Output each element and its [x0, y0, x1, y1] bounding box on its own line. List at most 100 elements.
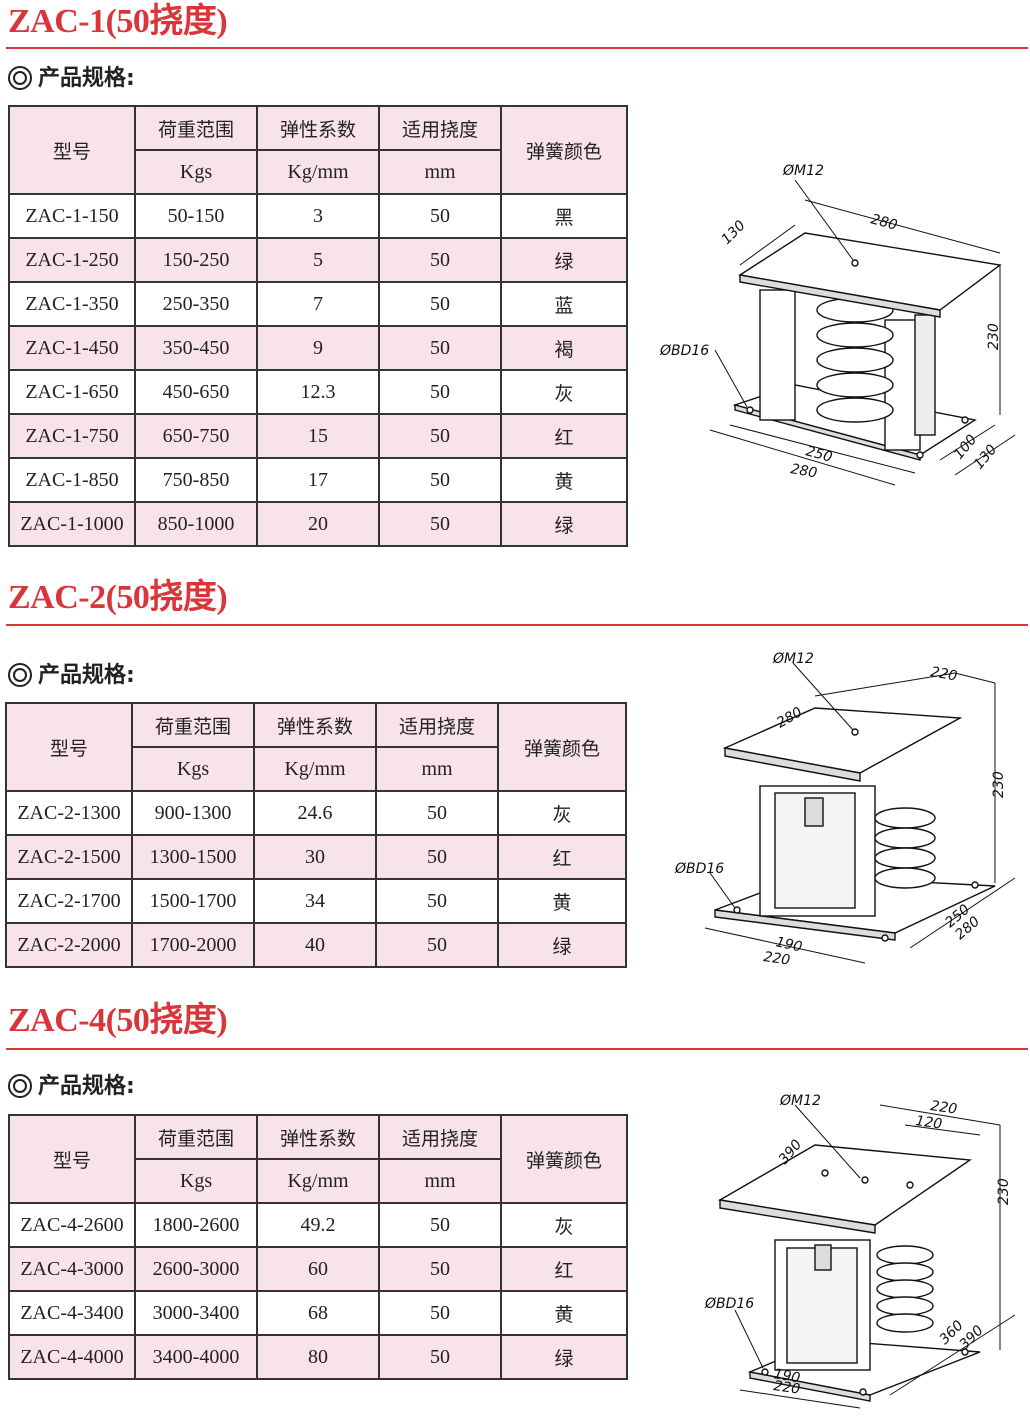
dim-label: 130: [719, 218, 749, 248]
header-stiffness-unit: Kg/mm: [256, 1158, 380, 1204]
cell-color: 绿: [500, 237, 628, 283]
cell-deflection: 50: [375, 834, 499, 880]
cell-color: 灰: [500, 369, 628, 415]
cell-model: ZAC-1-850: [8, 457, 136, 503]
cell-stiffness: 12.3: [256, 369, 380, 415]
cell-deflection: 50: [378, 237, 502, 283]
dim-label: ØM12: [779, 1093, 821, 1109]
dim-label: ØM12: [772, 651, 814, 667]
cell-color: 绿: [500, 1334, 628, 1380]
dim-label: ØBD16: [659, 343, 709, 359]
cell-deflection: 50: [378, 1246, 502, 1292]
cell-deflection: 50: [375, 790, 499, 836]
header-deflection-unit: mm: [378, 1158, 502, 1204]
cell-color: 黄: [497, 878, 627, 924]
cell-color: 黄: [500, 457, 628, 503]
cell-stiffness: 9: [256, 325, 380, 371]
spec-label: 产品规格:: [38, 663, 135, 688]
dim-label: 220: [762, 949, 791, 969]
cell-stiffness: 34: [253, 878, 377, 924]
spec-heading: 产品规格:: [8, 662, 135, 690]
spec-heading: 产品规格:: [8, 65, 135, 93]
cell-model: ZAC-1-1000: [8, 501, 136, 547]
spec-table: 型号 荷重范围 弹性系数 适用挠度 弹簧颜色 Kgs Kg/mm mm ZAC-…: [8, 105, 628, 547]
cell-model: ZAC-1-250: [8, 237, 136, 283]
dim-label: 280: [789, 461, 818, 481]
dim-label: 220: [929, 664, 958, 684]
cell-load: 150-250: [134, 237, 258, 283]
cell-load: 3000-3400: [134, 1290, 258, 1336]
cell-deflection: 50: [375, 878, 499, 924]
cell-load: 650-750: [134, 413, 258, 459]
cell-color: 黄: [500, 1290, 628, 1336]
cell-stiffness: 5: [256, 237, 380, 283]
section-title: ZAC-4(50挠度): [8, 1002, 228, 1039]
dim-label: 250: [804, 443, 834, 465]
dim-label: 120: [914, 1113, 943, 1133]
cell-color: 绿: [500, 501, 628, 547]
dim-label: 190: [772, 1366, 801, 1386]
header-load: 荷重范围: [134, 1114, 258, 1160]
header-load-unit: Kgs: [134, 149, 258, 195]
cell-stiffness: 30: [253, 834, 377, 880]
cell-load: 1800-2600: [134, 1202, 258, 1248]
header-stiffness-unit: Kg/mm: [253, 746, 377, 792]
cell-model: ZAC-4-3000: [8, 1246, 136, 1292]
cell-model: ZAC-2-1300: [5, 790, 133, 836]
title-rule: [6, 1048, 1028, 1050]
header-color: 弹簧颜色: [500, 105, 628, 195]
cell-stiffness: 24.6: [253, 790, 377, 836]
cell-load: 3400-4000: [134, 1334, 258, 1380]
cell-load: 1300-1500: [131, 834, 255, 880]
cell-load: 350-450: [134, 325, 258, 371]
dim-label: 230: [996, 1178, 1012, 1205]
cell-load: 2600-3000: [134, 1246, 258, 1292]
header-stiffness: 弹性系数: [253, 702, 377, 748]
header-deflection: 适用挠度: [378, 105, 502, 151]
cell-color: 红: [497, 834, 627, 880]
header-deflection: 适用挠度: [378, 1114, 502, 1160]
dim-label: 190: [774, 934, 804, 955]
header-load-unit: Kgs: [131, 746, 255, 792]
cell-model: ZAC-1-750: [8, 413, 136, 459]
isolator-drawing: ØM12 ØBD16 220 280 230 190 220 250 280: [674, 651, 1016, 969]
cell-stiffness: 49.2: [256, 1202, 380, 1248]
cell-deflection: 50: [378, 1334, 502, 1380]
cell-deflection: 50: [378, 1202, 502, 1248]
header-stiffness: 弹性系数: [256, 105, 380, 151]
spec-table: 型号 荷重范围 弹性系数 适用挠度 弹簧颜色 Kgs Kg/mm mm ZAC-…: [5, 702, 627, 968]
header-load: 荷重范围: [134, 105, 258, 151]
header-model: 型号: [8, 1114, 136, 1204]
section-title: ZAC-1(50挠度): [8, 3, 228, 40]
cell-model: ZAC-4-3400: [8, 1290, 136, 1336]
cell-color: 蓝: [500, 281, 628, 327]
header-color: 弹簧颜色: [500, 1114, 628, 1204]
cell-color: 绿: [497, 922, 627, 968]
header-stiffness: 弹性系数: [256, 1114, 380, 1160]
title-rule: [6, 47, 1028, 49]
cell-color: 灰: [500, 1202, 628, 1248]
cell-deflection: 50: [375, 922, 499, 968]
cell-stiffness: 68: [256, 1290, 380, 1336]
cell-deflection: 50: [378, 325, 502, 371]
header-deflection: 适用挠度: [375, 702, 499, 748]
header-stiffness-unit: Kg/mm: [256, 149, 380, 195]
cell-model: ZAC-4-2600: [8, 1202, 136, 1248]
header-load: 荷重范围: [131, 702, 255, 748]
cell-model: ZAC-2-1700: [5, 878, 133, 924]
dim-label: 280: [869, 211, 899, 233]
spec-table: 型号 荷重范围 弹性系数 适用挠度 弹簧颜色 Kgs Kg/mm mm ZAC-…: [8, 1114, 628, 1380]
section-title: ZAC-2(50挠度): [8, 579, 228, 616]
dim-label: ØM12: [782, 163, 824, 179]
cell-model: ZAC-4-4000: [8, 1334, 136, 1380]
cell-stiffness: 3: [256, 193, 380, 239]
